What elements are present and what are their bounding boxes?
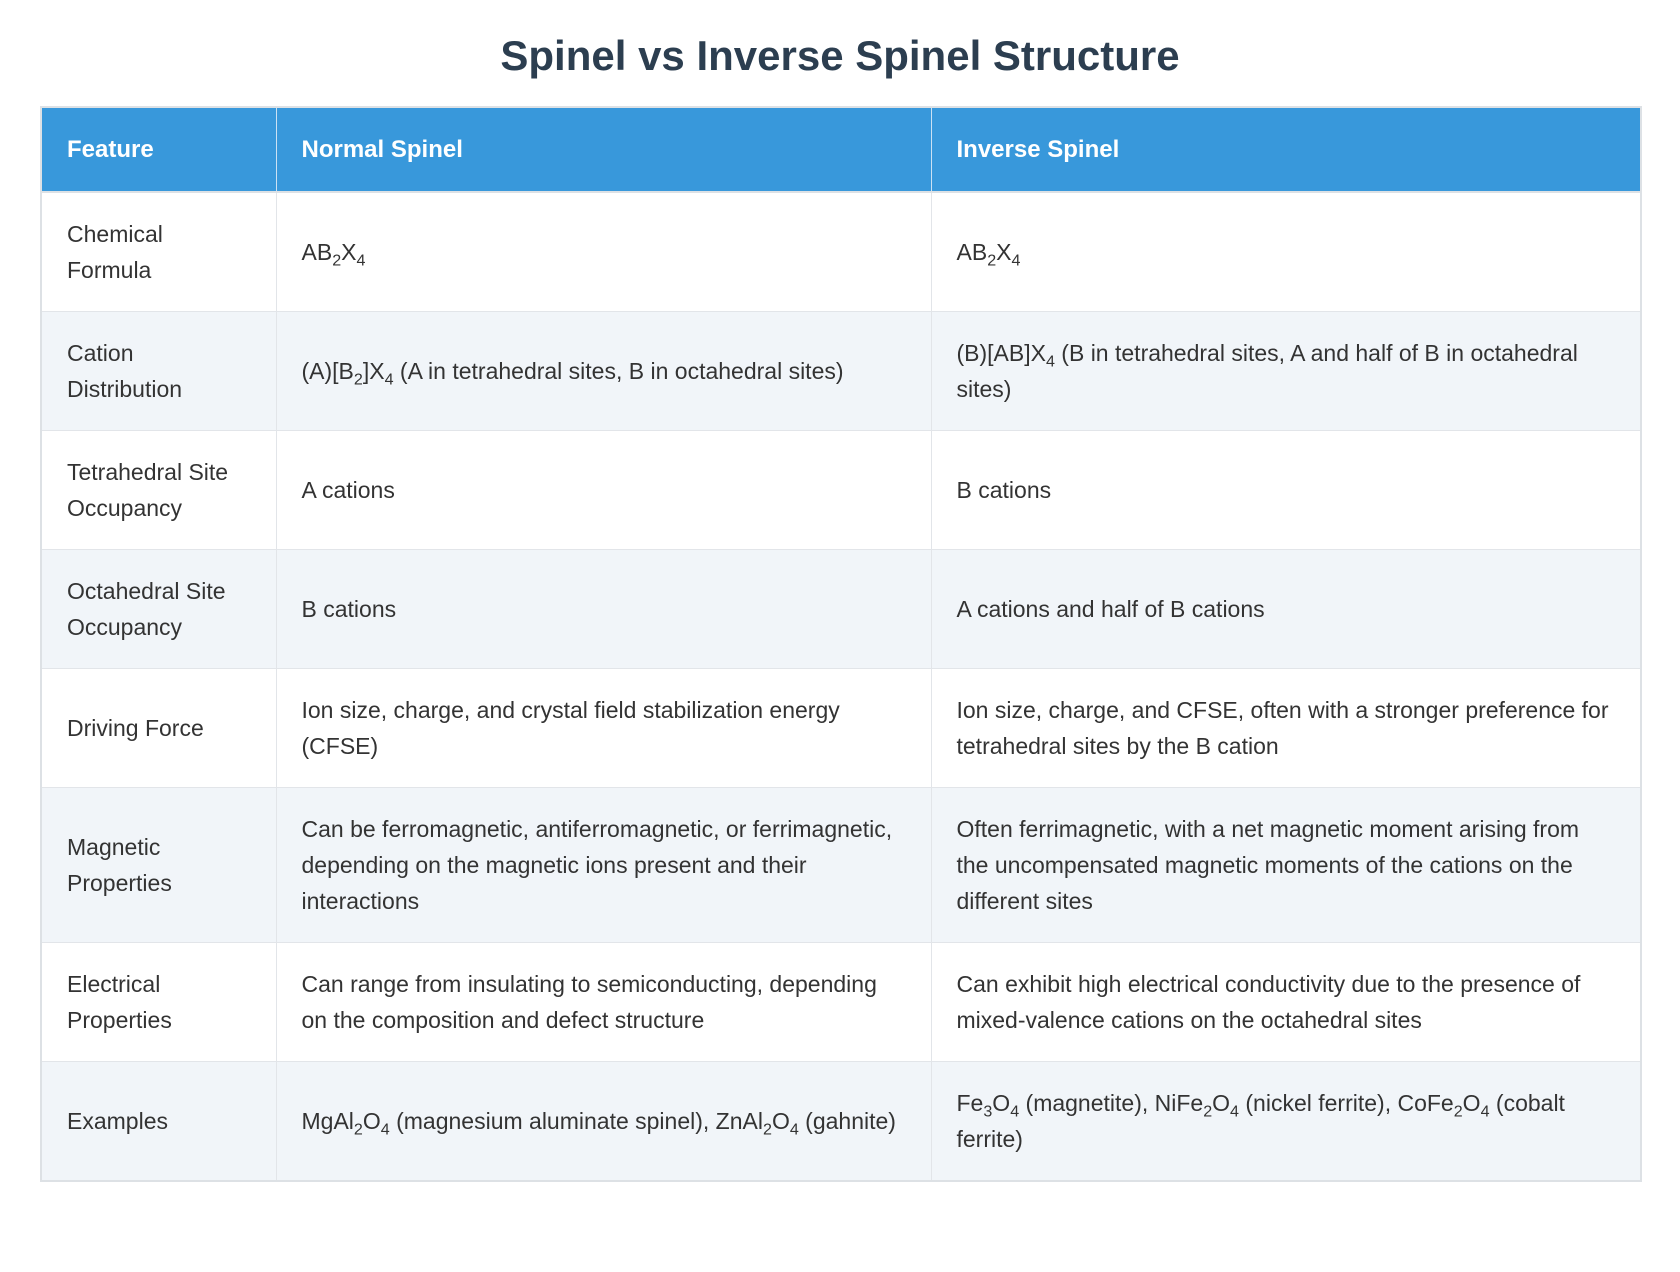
inverse-spinel-cell: AB2X4 xyxy=(930,191,1642,312)
table-row-chemical-formula: Chemical Formula AB2X4 AB2X4 xyxy=(40,191,1642,312)
normal-spinel-cell: Ion size, charge, and crystal field stab… xyxy=(275,668,932,788)
inverse-spinel-cell: Ion size, charge, and CFSE, often with a… xyxy=(930,668,1642,788)
feature-cell: Examples xyxy=(40,1061,277,1182)
feature-cell: Magnetic Properties xyxy=(40,787,277,943)
normal-spinel-cell: Can range from insulating to semiconduct… xyxy=(275,942,932,1062)
normal-spinel-cell: (A)[B2]X4 (A in tetrahedral sites, B in … xyxy=(275,311,932,431)
feature-cell: Octahedral Site Occupancy xyxy=(40,549,277,669)
inverse-spinel-cell: (B)[AB]X4 (B in tetrahedral sites, A and… xyxy=(930,311,1642,431)
table-row-cation-distribution: Cation Distribution (A)[B2]X4 (A in tetr… xyxy=(40,311,1642,431)
table-row-octahedral-site-occupancy: Octahedral Site Occupancy B cations A ca… xyxy=(40,549,1642,669)
header-row: Feature Normal Spinel Inverse Spinel xyxy=(41,107,1641,193)
feature-cell: Cation Distribution xyxy=(40,311,277,431)
inverse-spinel-cell: Often ferrimagnetic, with a net magnetic… xyxy=(930,787,1642,943)
table-row-magnetic-properties: Magnetic Properties Can be ferromagnetic… xyxy=(40,787,1642,943)
normal-spinel-cell: Can be ferromagnetic, antiferromagnetic,… xyxy=(275,787,932,943)
feature-cell: Tetrahedral Site Occupancy xyxy=(40,430,277,550)
normal-spinel-cell: B cations xyxy=(275,549,932,669)
table-row-tetrahedral-site-occupancy: Tetrahedral Site Occupancy A cations B c… xyxy=(40,430,1642,550)
inverse-spinel-cell: A cations and half of B cations xyxy=(930,549,1642,669)
feature-cell: Chemical Formula xyxy=(40,191,277,312)
column-header-normal-spinel: Normal Spinel xyxy=(276,107,932,193)
column-header-inverse-spinel: Inverse Spinel xyxy=(931,107,1641,193)
inverse-spinel-cell: B cations xyxy=(930,430,1642,550)
feature-cell: Electrical Properties xyxy=(40,942,277,1062)
inverse-spinel-cell: Can exhibit high electrical conductivity… xyxy=(930,942,1642,1062)
inverse-spinel-cell: Fe3O4 (magnetite), NiFe2O4 (nickel ferri… xyxy=(930,1061,1642,1182)
table-row-electrical-properties: Electrical Properties Can range from ins… xyxy=(40,942,1642,1062)
table-row-driving-force: Driving Force Ion size, charge, and crys… xyxy=(40,668,1642,788)
normal-spinel-cell: AB2X4 xyxy=(275,191,932,312)
feature-cell: Driving Force xyxy=(40,668,277,788)
normal-spinel-cell: MgAl2O4 (magnesium aluminate spinel), Zn… xyxy=(275,1061,932,1182)
table-row-examples: Examples MgAl2O4 (magnesium aluminate sp… xyxy=(40,1061,1642,1182)
comparison-table: Feature Normal Spinel Inverse Spinel Che… xyxy=(40,106,1642,1182)
column-header-feature: Feature xyxy=(41,107,277,193)
normal-spinel-cell: A cations xyxy=(275,430,932,550)
page-title: Spinel vs Inverse Spinel Structure xyxy=(500,32,1180,79)
